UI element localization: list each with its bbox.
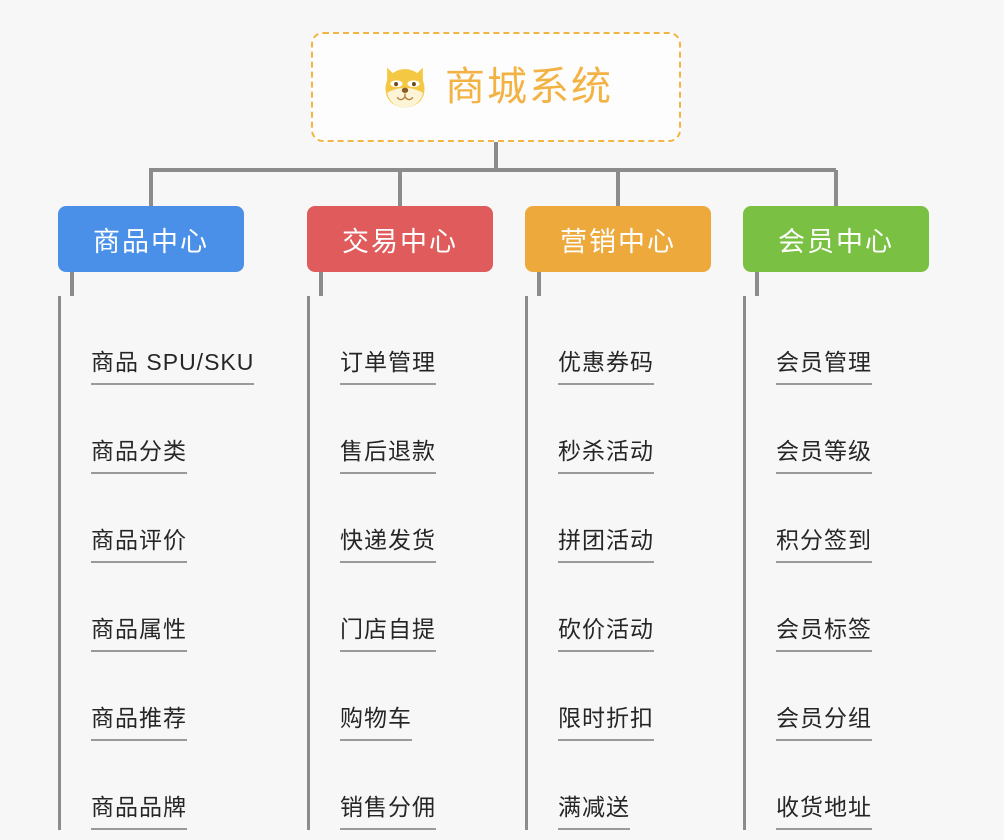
list-item[interactable]: 会员标签: [746, 563, 929, 652]
list-item-label: 售后退款: [340, 438, 436, 474]
item-list-product-center: 商品 SPU/SKU 商品分类 商品评价 商品属性 商品推荐 商品品牌: [58, 296, 255, 830]
list-item[interactable]: 会员管理: [746, 296, 929, 385]
category-label: 交易中心: [342, 226, 458, 257]
list-item[interactable]: 限时折扣: [528, 652, 711, 741]
list-item-label: 商品品牌: [91, 794, 187, 830]
connector-horizontal-bus: [149, 168, 836, 172]
list-item-label: 积分签到: [776, 527, 872, 563]
list-item[interactable]: 商品 SPU/SKU: [61, 296, 255, 385]
list-item[interactable]: 售后退款: [310, 385, 493, 474]
root-node-mall-system[interactable]: 商城系统: [311, 32, 681, 142]
column-member-center: 会员中心 会员管理 会员等级 积分签到 会员标签 会员分组 收货地址: [743, 206, 929, 830]
root-title: 商城系统: [445, 65, 613, 109]
list-item-label: 砍价活动: [558, 616, 654, 652]
list-item-label: 商品分类: [91, 438, 187, 474]
connector-drop-2: [398, 170, 402, 206]
list-item-label: 商品属性: [91, 616, 187, 652]
list-item-label: 满减送: [558, 794, 630, 830]
category-header-member-center[interactable]: 会员中心: [743, 206, 929, 272]
list-item-label: 会员分组: [776, 705, 872, 741]
list-item[interactable]: 门店自提: [310, 563, 493, 652]
list-item-label: 限时折扣: [558, 705, 654, 741]
list-item-label: 订单管理: [340, 349, 436, 385]
list-item-label: 购物车: [340, 705, 412, 741]
list-item-label: 商品评价: [91, 527, 187, 563]
category-label: 营销中心: [560, 226, 676, 257]
list-item-label: 秒杀活动: [558, 438, 654, 474]
list-item-label: 销售分佣: [340, 794, 436, 830]
category-label: 商品中心: [93, 226, 209, 257]
connector-drop-3: [616, 170, 620, 206]
list-item[interactable]: 满减送: [528, 741, 711, 830]
category-header-marketing-center[interactable]: 营销中心: [525, 206, 711, 272]
list-item[interactable]: 会员等级: [746, 385, 929, 474]
shiba-dog-icon: [385, 67, 425, 108]
list-item[interactable]: 砍价活动: [528, 563, 711, 652]
category-header-trade-center[interactable]: 交易中心: [307, 206, 493, 272]
list-item[interactable]: 商品推荐: [61, 652, 244, 741]
connector-category-stub-3: [537, 272, 541, 296]
connector-category-stub-2: [319, 272, 323, 296]
list-item[interactable]: 销售分佣: [310, 741, 493, 830]
item-list-member-center: 会员管理 会员等级 积分签到 会员标签 会员分组 收货地址: [743, 296, 929, 830]
column-product-center: 商品中心 商品 SPU/SKU 商品分类 商品评价 商品属性 商品推荐 商品品牌: [58, 206, 255, 830]
list-item[interactable]: 商品评价: [61, 474, 244, 563]
list-item-label: 会员等级: [776, 438, 872, 474]
list-item-label: 收货地址: [776, 794, 872, 830]
list-item[interactable]: 快递发货: [310, 474, 493, 563]
connector-drop-4: [834, 170, 838, 206]
list-item[interactable]: 积分签到: [746, 474, 929, 563]
list-item[interactable]: 订单管理: [310, 296, 493, 385]
list-item-label: 拼团活动: [558, 527, 654, 563]
list-item[interactable]: 购物车: [310, 652, 493, 741]
connector-root-trunk: [494, 142, 498, 170]
connector-category-stub-1: [70, 272, 74, 296]
list-item-label: 快递发货: [340, 527, 436, 563]
category-label: 会员中心: [778, 226, 894, 257]
list-item-label: 商品 SPU/SKU: [91, 349, 255, 385]
list-item[interactable]: 商品分类: [61, 385, 244, 474]
connector-category-stub-4: [755, 272, 759, 296]
list-item-label: 会员管理: [776, 349, 872, 385]
column-marketing-center: 营销中心 优惠券码 秒杀活动 拼团活动 砍价活动 限时折扣 满减送: [525, 206, 711, 830]
list-item-label: 商品推荐: [91, 705, 187, 741]
connector-drop-1: [149, 170, 153, 206]
list-item[interactable]: 商品品牌: [61, 741, 244, 830]
list-item[interactable]: 收货地址: [746, 741, 929, 830]
list-item[interactable]: 秒杀活动: [528, 385, 711, 474]
item-list-marketing-center: 优惠券码 秒杀活动 拼团活动 砍价活动 限时折扣 满减送: [525, 296, 711, 830]
list-item-label: 会员标签: [776, 616, 872, 652]
column-trade-center: 交易中心 订单管理 售后退款 快递发货 门店自提 购物车 销售分佣: [307, 206, 493, 830]
category-header-product-center[interactable]: 商品中心: [58, 206, 244, 272]
item-list-trade-center: 订单管理 售后退款 快递发货 门店自提 购物车 销售分佣: [307, 296, 493, 830]
list-item[interactable]: 会员分组: [746, 652, 929, 741]
list-item-label: 门店自提: [340, 616, 436, 652]
list-item[interactable]: 商品属性: [61, 563, 244, 652]
list-item-label: 优惠券码: [558, 349, 654, 385]
list-item[interactable]: 拼团活动: [528, 474, 711, 563]
list-item[interactable]: 优惠券码: [528, 296, 711, 385]
